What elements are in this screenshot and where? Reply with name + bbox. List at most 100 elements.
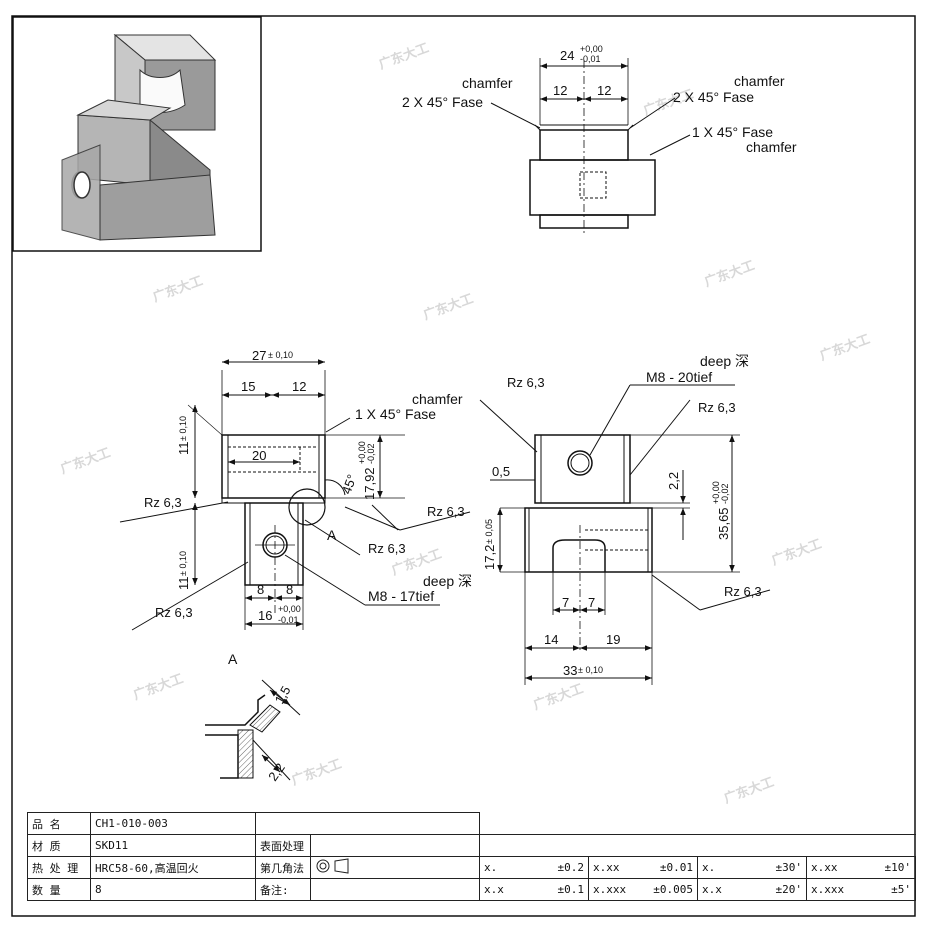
svg-text:Rz 6,3: Rz 6,3 <box>507 375 545 390</box>
svg-text:1 X 45° Fase: 1 X 45° Fase <box>355 406 436 422</box>
svg-text:A: A <box>228 651 238 667</box>
svg-text:Rz 6,3: Rz 6,3 <box>698 400 736 415</box>
svg-text:12: 12 <box>597 83 611 98</box>
svg-text:8: 8 <box>257 582 264 597</box>
svg-text:A: A <box>327 527 337 543</box>
svg-text:deep 深: deep 深 <box>700 353 749 369</box>
svg-text:+0,00: +0,00 <box>357 441 367 464</box>
svg-text:deep 深: deep 深 <box>423 573 472 589</box>
tol-xx: x.x±0.1 <box>479 878 589 901</box>
label-material: 材 质 <box>27 834 91 857</box>
svg-text:广东大工: 广东大工 <box>702 257 756 290</box>
detail-a-view <box>205 679 301 781</box>
svg-text:24: 24 <box>560 48 574 63</box>
value-part-name: CH1-010-003 <box>90 812 256 835</box>
svg-text:± 0,10: ± 0,10 <box>178 551 188 576</box>
label-heat-treatment: 热 处 理 <box>27 856 91 879</box>
svg-text:11: 11 <box>176 577 191 591</box>
svg-text:广东大工: 广东大工 <box>531 681 585 714</box>
label-remarks: 备注: <box>255 878 311 901</box>
value-remarks <box>310 878 480 901</box>
svg-text:Rz 6,3: Rz 6,3 <box>427 504 465 519</box>
svg-text:2 X 45° Fase: 2 X 45° Fase <box>673 89 754 105</box>
svg-text:Rz 6,3: Rz 6,3 <box>144 495 182 510</box>
drawing-border <box>11 15 916 917</box>
svg-text:1 X 45° Fase: 1 X 45° Fase <box>692 124 773 140</box>
svg-text:广东大工: 广东大工 <box>131 671 185 704</box>
title-row-quantity: 数 量 8 备注: x.x±0.1 x.xxx±0.005 x.x±20' x.… <box>27 878 916 901</box>
front-view <box>119 359 471 631</box>
svg-text:广东大工: 广东大工 <box>818 331 872 364</box>
side-view <box>479 384 771 685</box>
svg-text:17,92: 17,92 <box>362 467 377 500</box>
svg-text:12: 12 <box>292 379 306 394</box>
svg-text:M8 - 20tief: M8 - 20tief <box>646 369 712 385</box>
label-surface: 表面处理 <box>255 834 311 857</box>
svg-text:Rz 6,3: Rz 6,3 <box>368 541 406 556</box>
svg-text:14: 14 <box>544 632 558 647</box>
svg-text:2,2: 2,2 <box>666 472 681 490</box>
svg-text:± 0,10: ± 0,10 <box>178 416 188 441</box>
svg-text:11: 11 <box>176 442 191 456</box>
svg-text:广东大工: 广东大工 <box>151 273 205 306</box>
tol-angle-xxx: x.xxx±5' <box>806 878 916 901</box>
svg-text:chamfer: chamfer <box>462 75 513 91</box>
title-block: 品 名 CH1-010-003 材 质 SKD11 表面处理 热 处 理 HRC… <box>27 812 916 901</box>
svg-text:45°: 45° <box>339 472 360 496</box>
tol-xxx2: x.xx±0.01 <box>588 856 698 879</box>
svg-text:chamfer: chamfer <box>746 139 797 155</box>
svg-text:广东大工: 广东大工 <box>769 536 823 569</box>
svg-text:2,2: 2,2 <box>265 760 288 783</box>
top-view <box>490 58 691 235</box>
tol-x: x.±0.2 <box>479 856 589 879</box>
value-quantity: 8 <box>90 878 256 901</box>
title-row-part: 品 名 CH1-010-003 <box>27 812 916 835</box>
svg-text:广东大工: 广东大工 <box>289 756 343 789</box>
third-angle-projection-icon <box>310 856 480 879</box>
value-surface <box>310 834 480 857</box>
svg-text:8: 8 <box>286 582 293 597</box>
svg-text:16: 16 <box>258 608 272 623</box>
svg-text:M8 - 17tief: M8 - 17tief <box>368 588 434 604</box>
svg-text:17,2: 17,2 <box>482 545 497 570</box>
svg-text:7: 7 <box>588 595 595 610</box>
tol-angle-x2: x.x±20' <box>697 878 807 901</box>
value-material: SKD11 <box>90 834 256 857</box>
svg-text:0,5: 0,5 <box>492 464 510 479</box>
svg-text:-0,02: -0,02 <box>366 443 376 464</box>
svg-text:+0,00: +0,00 <box>711 481 721 504</box>
svg-text:35,65: 35,65 <box>716 507 731 540</box>
svg-text:广东大工: 广东大工 <box>58 445 112 478</box>
svg-text:-0,02: -0,02 <box>720 483 730 504</box>
detail-a-labels: 1,5 2,2 <box>265 683 293 783</box>
svg-text:+0,00: +0,00 <box>580 44 603 54</box>
svg-text:± 0,05: ± 0,05 <box>484 519 494 544</box>
tol-xxx3: x.xxx±0.005 <box>588 878 698 901</box>
svg-text:chamfer: chamfer <box>412 391 463 407</box>
svg-text:19: 19 <box>606 632 620 647</box>
side-view-labels: Rz 6,3 deep 深 M8 - 20tief Rz 6,3 0,5 2,2… <box>482 353 762 678</box>
label-projection: 第几角法 <box>255 856 311 879</box>
label-quantity: 数 量 <box>27 878 91 901</box>
svg-text:12: 12 <box>553 83 567 98</box>
svg-text:广东大工: 广东大工 <box>722 774 776 807</box>
svg-text:广东大工: 广东大工 <box>421 291 475 324</box>
svg-text:广东大工: 广东大工 <box>377 40 431 73</box>
svg-text:20: 20 <box>252 448 266 463</box>
isometric-part-view <box>12 16 262 252</box>
top-view-labels: 24 +0,00 -0,01 12 12 chamfer 2 X 45° Fas… <box>402 44 797 155</box>
value-heat-treatment: HRC58-60,高温回火 <box>90 856 256 879</box>
label-part-name: 品 名 <box>27 812 91 835</box>
svg-text:Rz 6,3: Rz 6,3 <box>155 605 193 620</box>
svg-text:7: 7 <box>562 595 569 610</box>
svg-text:± 0,10: ± 0,10 <box>268 350 293 360</box>
title-row-material: 材 质 SKD11 表面处理 <box>27 834 916 857</box>
svg-text:15: 15 <box>241 379 255 394</box>
svg-text:1,5: 1,5 <box>272 683 294 706</box>
svg-text:+0,00: +0,00 <box>278 604 301 614</box>
svg-text:33: 33 <box>563 663 577 678</box>
svg-text:-0,01: -0,01 <box>580 54 601 64</box>
svg-text:± 0,10: ± 0,10 <box>578 665 603 675</box>
title-row-heat: 热 处 理 HRC58-60,高温回火 第几角法 x.±0.2 x.xx±0.0… <box>27 856 916 879</box>
